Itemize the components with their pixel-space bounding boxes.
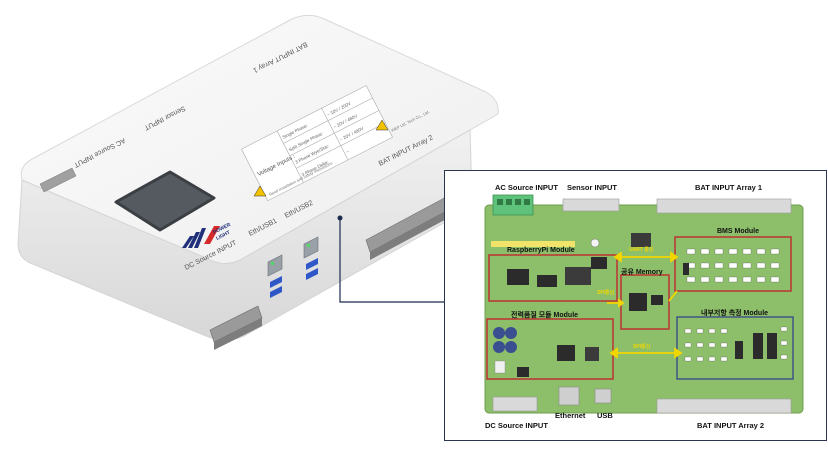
pcb-board — [484, 194, 804, 414]
warning-icon — [375, 119, 389, 131]
board-label-ethernet: Ethernet — [555, 411, 586, 420]
lcd-screen — [114, 170, 216, 232]
board-callout: AC Source INPUT Sensor INPUT BAT INPUT A… — [444, 170, 827, 441]
module-label-power-meter: 전력품질 모듈 Module — [511, 312, 579, 319]
memory-to-bms-arrow — [668, 290, 678, 302]
voltage-row-range: ~ — [345, 149, 350, 155]
board-label-bat-input-array-1: BAT INPUT Array 1 — [695, 183, 763, 192]
bat-array-1-connector — [656, 198, 792, 214]
voltage-spec-table: Voltage Inputs : Single Phase: Split Sin… — [241, 85, 393, 202]
module-label-shared-memory: 공유 Memory — [621, 269, 663, 276]
board-label-usb: USB — [597, 411, 613, 420]
power-meter-module-box — [486, 318, 614, 380]
ethernet-port[interactable] — [303, 236, 319, 259]
usb-port[interactable] — [270, 276, 282, 288]
spi-label: SPI통신 — [597, 290, 615, 296]
ac-terminal-block[interactable] — [39, 167, 77, 193]
ethernet-connector — [558, 386, 580, 406]
board-label-dc-source-input: DC Source INPUT — [485, 421, 548, 430]
usb-port[interactable] — [306, 258, 318, 270]
bms-module-box — [674, 236, 792, 292]
sensor-connector — [562, 198, 620, 212]
usb-connector — [594, 388, 612, 404]
uart-label: UART 통신 — [629, 247, 654, 253]
bat-array-2-connector — [656, 398, 792, 414]
usb-port[interactable] — [306, 268, 318, 280]
raspberrypi-module-box — [488, 254, 618, 302]
module-label-internal-resistance: 내부저항 측정 Module — [701, 310, 769, 317]
module-label-bms: BMS Module — [717, 228, 759, 235]
dc-terminal-block[interactable] — [209, 305, 263, 350]
warning-icon — [253, 185, 267, 197]
callout-leader-line — [339, 218, 444, 303]
ethernet-port[interactable] — [267, 254, 283, 277]
dc-source-connector — [492, 396, 538, 412]
usb-port[interactable] — [270, 286, 282, 298]
board-label-bat-input-array-2: BAT INPUT Array 2 — [697, 421, 765, 430]
module-label-raspberrypi: RaspberryPi Module — [507, 247, 575, 254]
board-label-ac-source-input: AC Source INPUT — [495, 183, 558, 192]
internal-resistance-module-box — [676, 316, 794, 380]
board-label-sensor-input: Sensor INPUT — [567, 183, 618, 192]
spi-label: SPI통신 — [633, 344, 651, 350]
